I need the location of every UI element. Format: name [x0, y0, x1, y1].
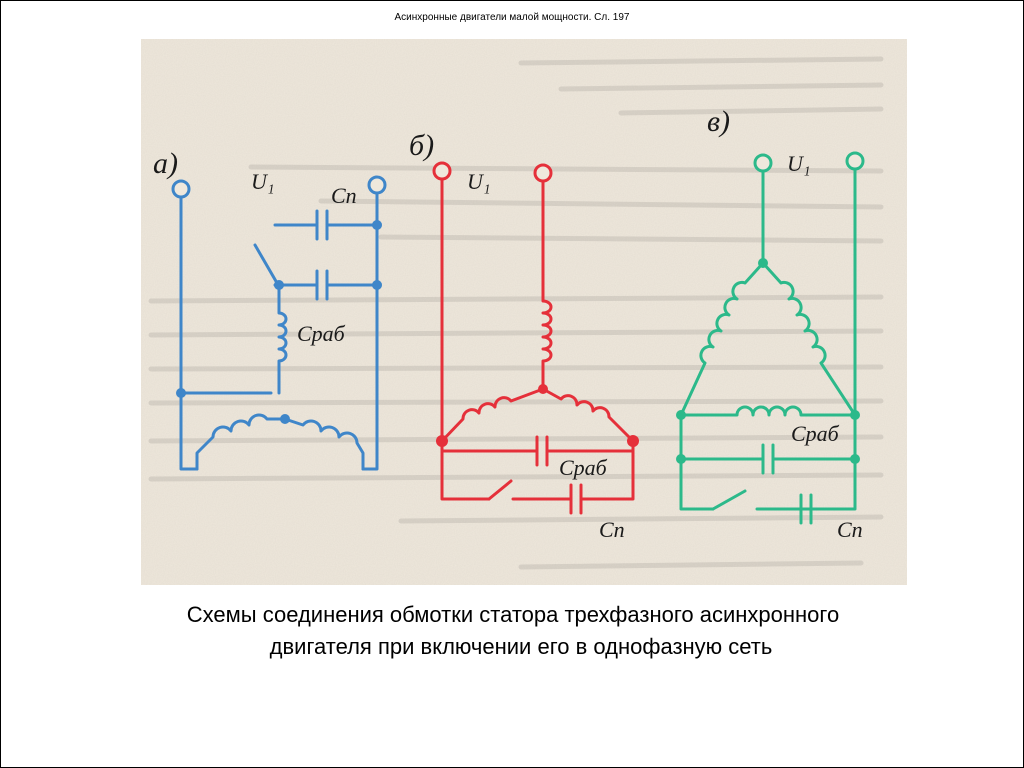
diagram-b-start-cap-label: Cп: [599, 517, 625, 542]
diagram-b-nodes: [436, 384, 639, 447]
diagram-b-label: б): [409, 129, 434, 162]
diagram-v-nodes: [676, 258, 860, 464]
caption-line-1: Схемы соединения обмотки статора трехфаз…: [186, 602, 840, 627]
diagram-b: [432, 161, 635, 515]
diagram-a-start-cap-label: Cп: [331, 183, 357, 208]
diagram-a-terminal-label: U₁: [251, 169, 275, 194]
scanned-figure: а) U₁ Cп Cраб б) U₁ Cраб Cп в) U₁ Cраб C…: [141, 39, 907, 585]
diagram-a-terminal-right: [367, 175, 387, 195]
bleed-through-text: [148, 56, 884, 570]
diagram-v: [679, 151, 865, 525]
diagram-v-terminal-right: [845, 151, 865, 171]
diagram-v-label: в): [707, 105, 730, 138]
diagram-v-terminal-label: U₁: [787, 151, 811, 176]
figure-caption: Схемы соединения обмотки статора трехфаз…: [61, 599, 965, 663]
diagram-v-start-cap-label: Cп: [837, 517, 863, 542]
diagram-b-terminal-left: [432, 161, 452, 181]
paper-grain: [141, 39, 907, 585]
slide-header: Асинхронные двигатели малой мощности. Сл…: [394, 12, 630, 23]
caption-line-2: двигателя при включении его в однофазную…: [269, 634, 773, 659]
diagram-b-run-cap-label: Cраб: [559, 455, 608, 480]
diagram-v-terminal-left: [753, 153, 773, 173]
diagram-b-terminal-label: U₁: [467, 169, 491, 194]
diagram-v-run-cap-label: Cраб: [791, 421, 840, 446]
diagram-a-nodes: [176, 220, 382, 424]
diagram-a-terminal-left: [171, 179, 191, 199]
diagram-a-label: а): [153, 147, 178, 180]
diagram-b-terminal-right: [533, 163, 553, 183]
diagram-a-run-cap-label: Cраб: [297, 321, 346, 346]
